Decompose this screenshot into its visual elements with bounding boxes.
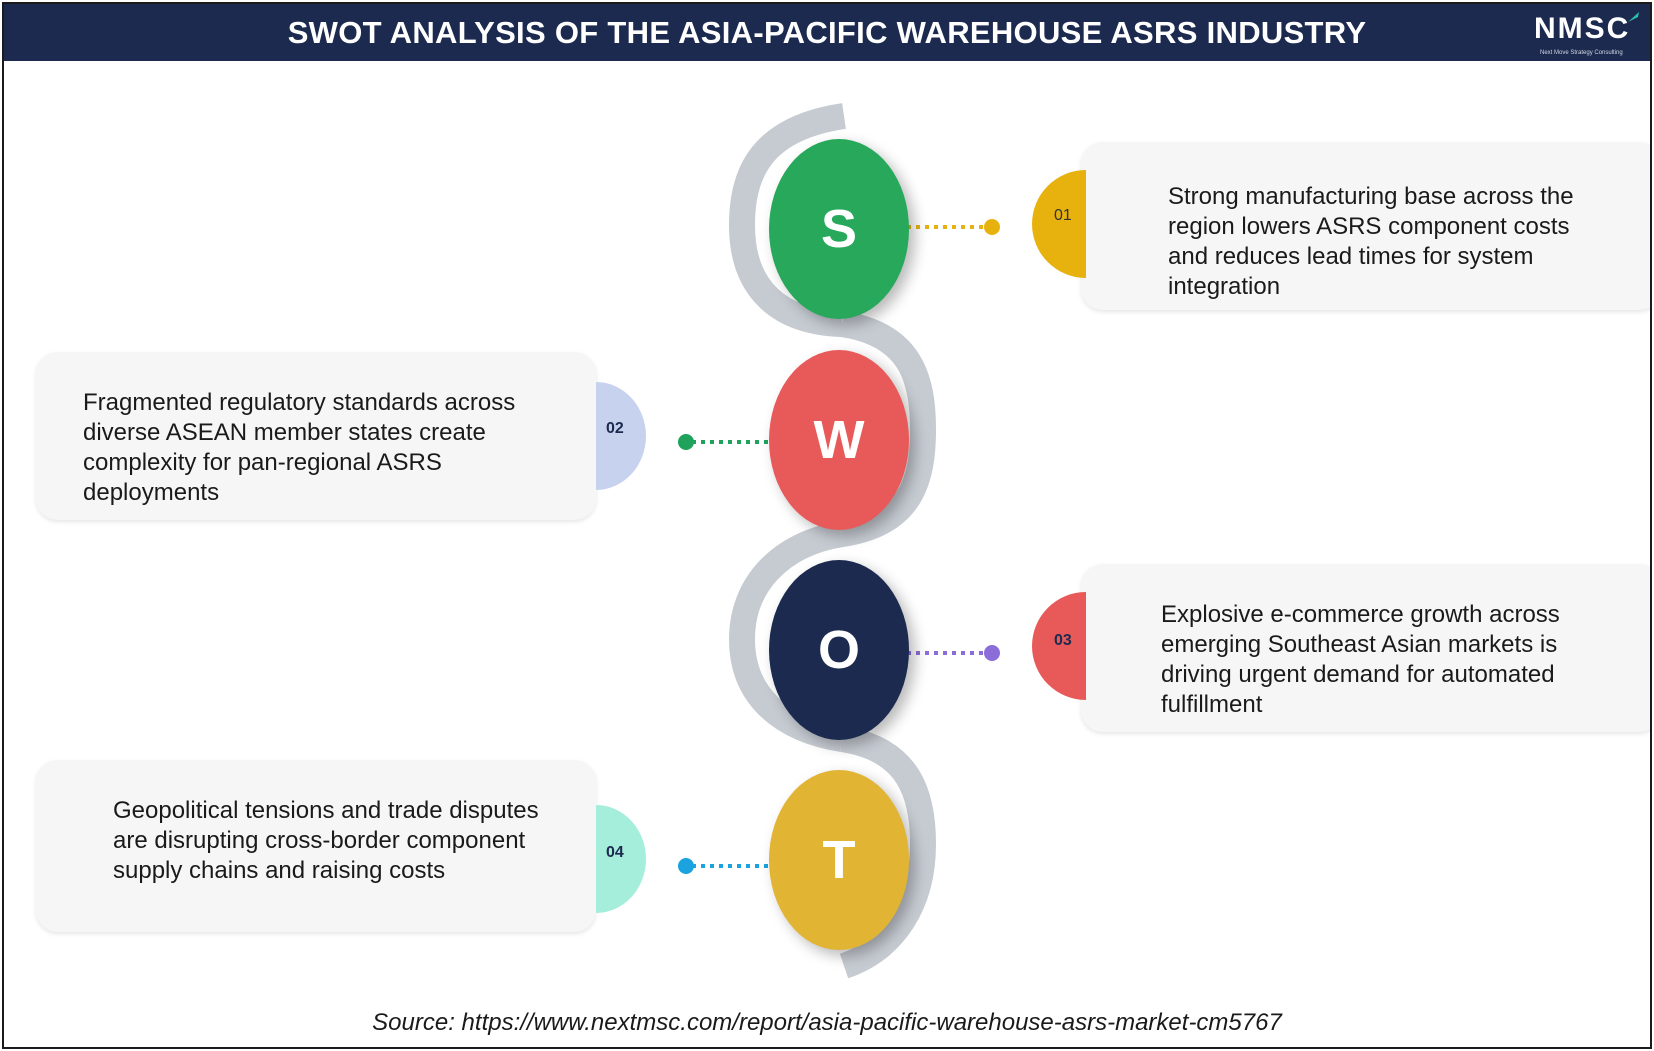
number-label-02: 02 <box>606 420 624 437</box>
logo-text: NMSC <box>1534 12 1631 45</box>
nmsc-logo: NMSC Next Move Strategy Consulting <box>1534 10 1644 58</box>
swot-spine <box>728 103 937 979</box>
swot-circle-w: W <box>769 350 909 530</box>
number-badge-02 <box>596 382 646 490</box>
connector-dot-02 <box>678 434 694 450</box>
number-label-01: 01 <box>1054 207 1072 224</box>
connector-dot-03 <box>984 645 1000 661</box>
weakness-text: Fragmented regulatory standards across d… <box>83 389 516 506</box>
number-label-04: 04 <box>606 844 624 861</box>
swot-circle-o: O <box>769 560 909 740</box>
number-badge-03 <box>1032 592 1086 700</box>
strength-card: Strong manufacturing base across the reg… <box>1081 142 1650 310</box>
opportunity-card: Explosive e-commerce growth across emerg… <box>1081 564 1650 732</box>
swot-circle-t: T <box>769 770 909 950</box>
weakness-card: Fragmented regulatory standards across d… <box>36 352 596 520</box>
swot-circle-s: S <box>769 139 909 319</box>
number-badge-04 <box>596 805 646 913</box>
connector-dot-04 <box>678 858 694 874</box>
logo-swoosh-icon <box>1628 12 1639 22</box>
number-badge-01 <box>1032 170 1086 278</box>
logo-subtitle: Next Move Strategy Consulting <box>1540 50 1623 56</box>
connector-dot-01 <box>984 219 1000 235</box>
threat-card: Geopolitical tensions and trade disputes… <box>36 760 596 932</box>
header-bar: SWOT ANALYSIS OF THE ASIA-PACIFIC WAREHO… <box>4 4 1650 61</box>
opportunity-text: Explosive e-commerce growth across emerg… <box>1161 601 1560 718</box>
page-title: SWOT ANALYSIS OF THE ASIA-PACIFIC WAREHO… <box>287 15 1367 50</box>
number-label-03: 03 <box>1054 632 1072 649</box>
connectors <box>596 170 1086 913</box>
strength-text: Strong manufacturing base across the reg… <box>1168 183 1574 300</box>
source-citation: Source: https://www.nextmsc.com/report/a… <box>372 1009 1282 1036</box>
threat-text: Geopolitical tensions and trade disputes… <box>113 797 539 884</box>
